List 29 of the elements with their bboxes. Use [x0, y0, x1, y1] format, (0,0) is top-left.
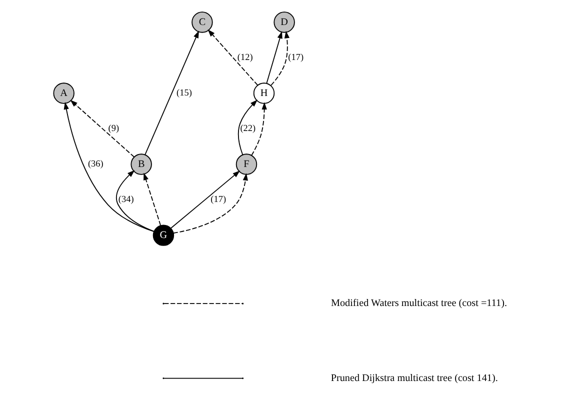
arrow [237, 100, 258, 156]
arrow [172, 173, 248, 234]
arrow [250, 102, 266, 156]
arrow [144, 30, 198, 156]
arrow [170, 170, 240, 229]
node-circle: G [152, 224, 174, 246]
arrow [143, 172, 161, 226]
legend-label: Modified Waters multicast tree (cost =111). [330, 298, 507, 310]
edge-label: (12) [236, 52, 252, 62]
edge-label: (22) [240, 123, 256, 134]
arrow [270, 30, 290, 86]
node-circle: D [273, 12, 294, 33]
arrow [70, 100, 134, 158]
edge-label: (15) [176, 88, 192, 98]
node-circle: A [52, 82, 74, 104]
edge-label: (17) [288, 52, 304, 62]
edge-label: (9) [108, 123, 119, 134]
node-circle: B [130, 154, 152, 175]
legend-label: Pruned Dijkstra multicast tree (cost 141). [330, 372, 498, 384]
edge-label: (17) [210, 194, 226, 204]
arrow [116, 170, 154, 232]
node-circle: F [235, 154, 257, 175]
arrow [207, 29, 258, 86]
arrow [266, 31, 282, 84]
edge-label: (34) [118, 194, 134, 204]
node-circle: H [252, 82, 274, 104]
node-circle: C [191, 12, 212, 33]
edge-label: (36) [87, 158, 103, 169]
arrow [63, 102, 154, 232]
